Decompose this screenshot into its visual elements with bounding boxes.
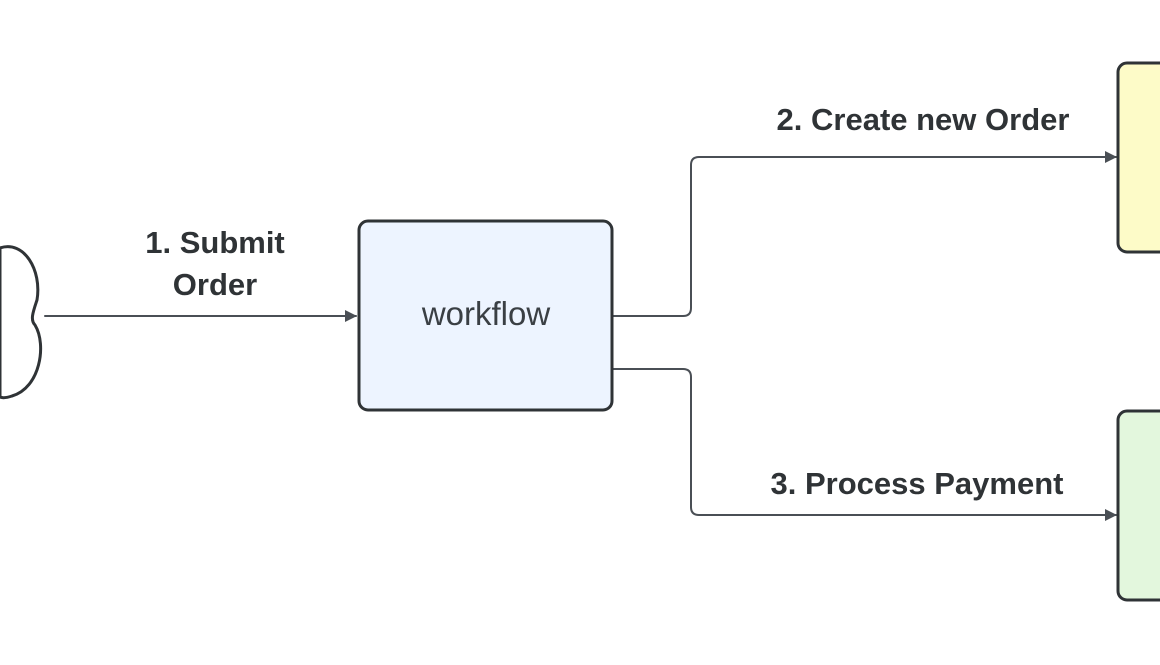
order-service-node[interactable] — [1116, 61, 1160, 254]
create-order-arrow — [612, 151, 1117, 317]
payment-service-node[interactable] — [1116, 409, 1160, 602]
workflow-node[interactable]: workflow — [357, 219, 614, 412]
create-order-label: 2. Create new Order — [777, 102, 1070, 137]
process-payment-arrow — [612, 368, 1117, 521]
workflow-box — [357, 219, 614, 412]
submit-order-label-line2: Order — [173, 267, 257, 302]
submit-order-label-line1: 1. Submit — [145, 225, 285, 260]
workflow-label: workflow — [421, 295, 551, 332]
process-payment-label: 3. Process Payment — [771, 466, 1064, 501]
client-cloud-node[interactable] — [0, 245, 43, 400]
